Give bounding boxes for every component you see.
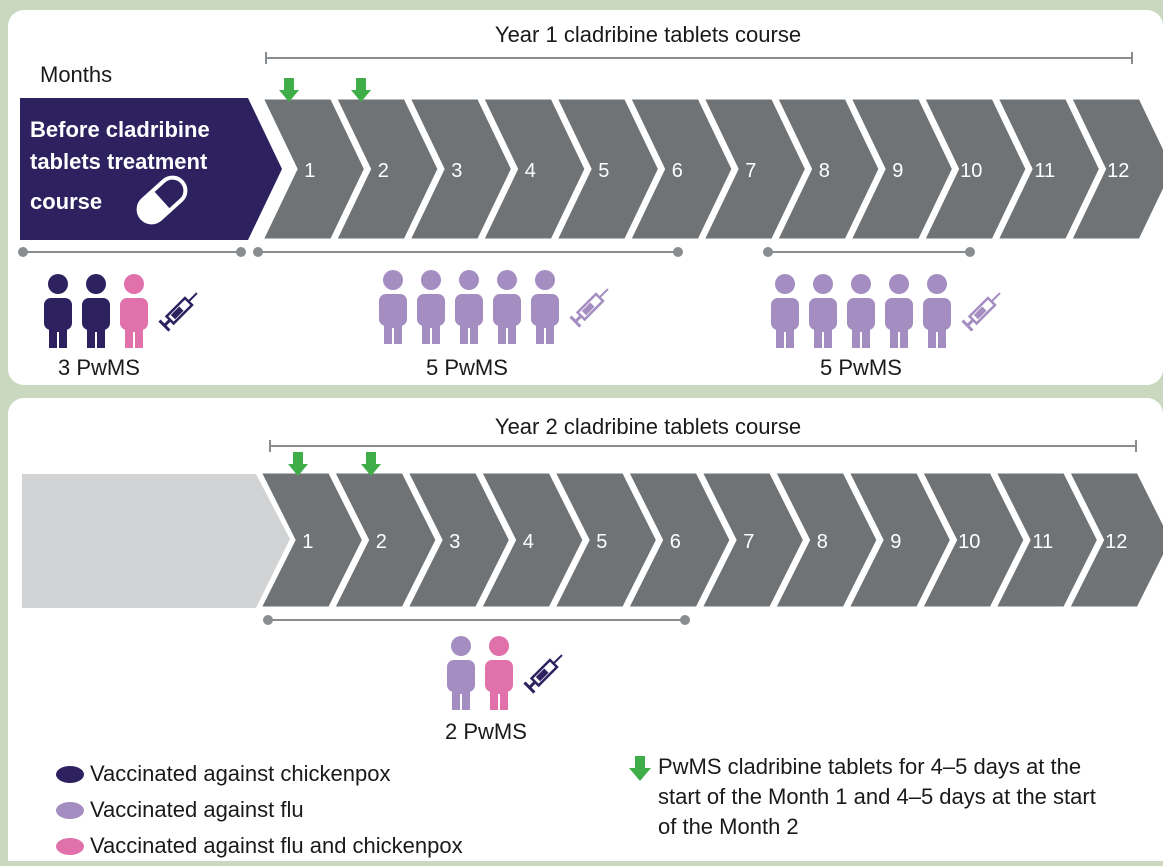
month-label: 12 [1107,160,1129,182]
syringe-icon [570,284,612,326]
month-label: 12 [1105,531,1127,553]
year1-title: Year 1 cladribine tablets course [495,22,801,47]
person-icon [885,274,913,348]
year2-timeline-bars [263,615,690,625]
legend-dot-icon [56,838,84,855]
month-label: 11 [1032,531,1053,553]
month-label: 10 [958,531,980,553]
group-count-label: 2 PwMS [445,719,527,745]
syringe-icon [962,288,1004,330]
month-label: 11 [1034,160,1055,182]
month-label: 6 [670,531,681,553]
month-label: 8 [817,531,828,553]
person-icon [447,636,475,710]
month-label: 1 [304,160,315,182]
person-icon [493,270,521,344]
placeholder-box [22,474,290,608]
year1-people-groups [44,270,1005,348]
year1-course-bracket [266,52,1132,64]
group-count-label: 5 PwMS [426,355,508,381]
person-icon [923,274,951,348]
legend-dot-icon [56,802,84,819]
before-treatment-box: Before cladribine tablets treatment cour… [20,98,282,240]
legend-item-chickenpox: Vaccinated against chickenpox [56,756,463,792]
month-label: 9 [892,160,903,182]
syringe-icon [524,650,566,692]
month-label: 4 [523,531,534,553]
legend-label: Vaccinated against flu [90,797,304,823]
person-icon [847,274,875,348]
year2-people-groups [447,636,567,710]
month-label: 7 [745,160,756,182]
before-label-line-1: Before cladribine [30,117,210,142]
dose-arrow-note-text: PwMS cladribine tablets for 4–5 days at … [658,752,1098,842]
year1-timeline-bars [18,247,975,257]
person-icon [120,274,148,348]
legend-item-flu-and-chickenpox: Vaccinated against flu and chickenpox [56,828,463,864]
month-label: 1 [302,531,313,553]
legend: Vaccinated against chickenpox Vaccinated… [56,756,463,864]
green-down-arrow-icon [628,756,652,782]
timeline-bar [18,247,246,257]
month-label: 6 [672,160,683,182]
year2-course-bracket [270,440,1136,452]
legend-dot-icon [56,766,84,783]
month-label: 5 [596,531,607,553]
person-icon [455,270,483,344]
timeline-bar [263,615,690,625]
month-label: 3 [449,531,460,553]
legend-item-flu: Vaccinated against flu [56,792,463,828]
month-label: 8 [819,160,830,182]
person-icon [771,274,799,348]
year1-panel: Year 1 cladribine tablets course Months … [8,10,1163,385]
person-icon [417,270,445,344]
syringe-icon [159,288,201,330]
before-label-line-3: course [30,189,102,214]
group-count-label: 5 PwMS [820,355,902,381]
person-icon [809,274,837,348]
person-icon [485,636,513,710]
year2-title: Year 2 cladribine tablets course [495,414,801,439]
month-label: 9 [890,531,901,553]
month-label: 3 [451,160,462,182]
legend-label: Vaccinated against flu and chickenpox [90,833,463,859]
year1-diagram: Year 1 cladribine tablets course Months … [8,10,1163,385]
months-label: Months [40,62,112,87]
month-label: 4 [525,160,536,182]
timeline-bar [253,247,683,257]
person-icon [531,270,559,344]
month-label: 10 [960,160,982,182]
group-count-label: 3 PwMS [58,355,140,381]
person-icon [379,270,407,344]
timeline-bar [763,247,975,257]
month-label: 5 [598,160,609,182]
month-label: 2 [376,531,387,553]
before-label-line-2: tablets treatment [30,149,208,174]
month-label: 7 [743,531,754,553]
person-icon [44,274,72,348]
legend-label: Vaccinated against chickenpox [90,761,390,787]
person-icon [82,274,110,348]
month-label: 2 [378,160,389,182]
